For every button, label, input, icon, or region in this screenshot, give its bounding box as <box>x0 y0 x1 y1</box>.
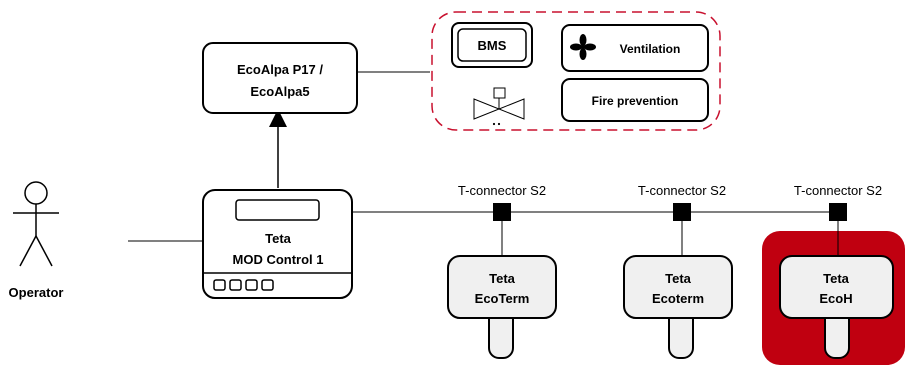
sensor-ecoterm: Teta EcoTerm <box>447 255 557 359</box>
fan-icon <box>570 34 596 60</box>
fire-prevention-label: Fire prevention <box>592 94 679 108</box>
t-connector-3: T-connector S2 <box>794 183 882 221</box>
sensor-ecoterm-2: Teta Ecoterm <box>623 255 733 359</box>
sensor-label-line1: Teta <box>665 271 692 286</box>
t-connector-label: T-connector S2 <box>458 183 546 198</box>
sensor-label-line2: EcoTerm <box>475 291 530 306</box>
external-systems-border <box>431 11 721 131</box>
sensor-label-line1: Teta <box>489 271 516 286</box>
connection-lines <box>128 71 839 256</box>
ventilation-label: Ventilation <box>620 42 681 56</box>
operator: Operator <box>9 181 64 300</box>
sensor-label-line2: EcoH <box>819 291 852 306</box>
controller-display <box>235 199 320 221</box>
valve-icon <box>473 87 525 126</box>
controller-label-line1: Teta <box>265 231 292 246</box>
bms-box: BMS <box>451 22 533 68</box>
sensor-label-line1: Teta <box>823 271 850 286</box>
external-systems-group: BMS Ventilation Fire prevention <box>431 11 721 131</box>
ecoalpa-box: EcoAlpa P17 / EcoAlpa5 <box>202 42 358 114</box>
controller-box: Teta MOD Control 1 <box>202 189 353 299</box>
person-icon <box>13 181 59 267</box>
bms-label: BMS <box>478 38 507 53</box>
t-connector-label: T-connector S2 <box>638 183 726 198</box>
operator-label: Operator <box>9 285 64 300</box>
fire-prevention-box: Fire prevention <box>561 78 709 122</box>
sensor-label-line2: Ecoterm <box>652 291 704 306</box>
ecoalpa-label-line1: EcoAlpa P17 / <box>237 62 323 77</box>
t-connector-1: T-connector S2 <box>458 183 546 221</box>
t-connector-label: T-connector S2 <box>794 183 882 198</box>
sensor-ecoh: Teta EcoH <box>779 255 894 359</box>
ventilation-box: Ventilation <box>561 24 709 72</box>
controller-label-line2: MOD Control 1 <box>233 252 324 267</box>
controller-buttons <box>213 279 274 291</box>
ecoalpa-label-line2: EcoAlpa5 <box>250 84 309 99</box>
t-connector-2: T-connector S2 <box>638 183 726 221</box>
